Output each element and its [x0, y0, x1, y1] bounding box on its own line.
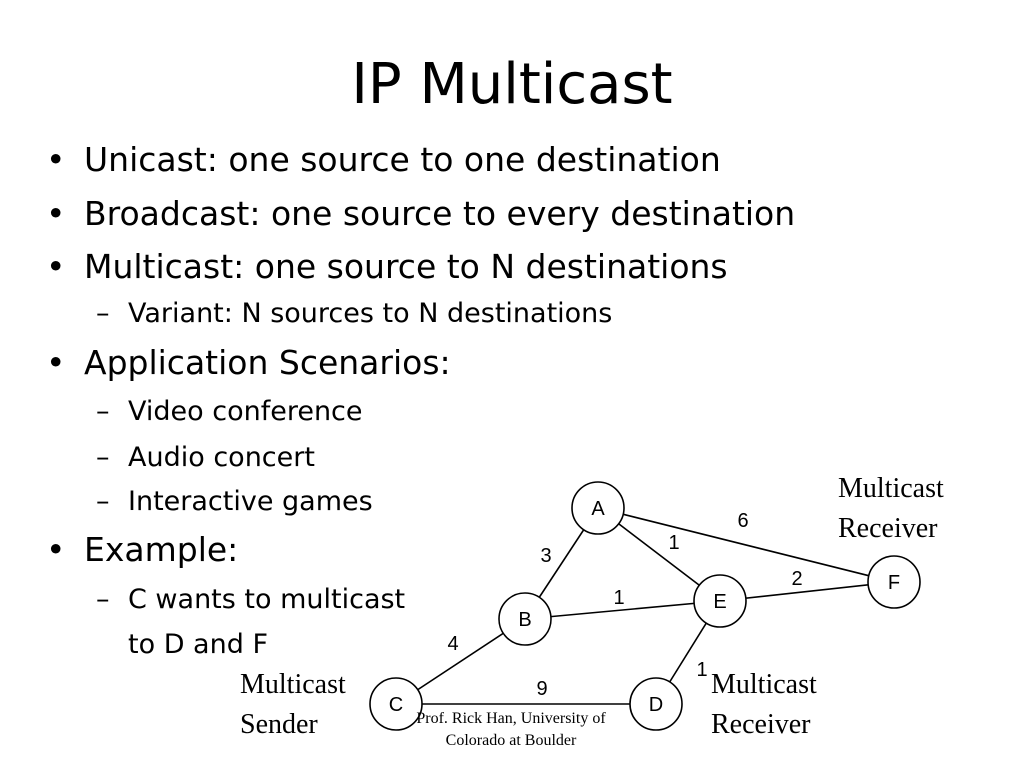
- label-receiver-f-line1: Multicast: [838, 473, 944, 504]
- bullet-scenarios: • Application Scenarios:: [46, 343, 451, 383]
- bullet-dot: •: [46, 343, 66, 382]
- weight-b-e: 1: [613, 587, 624, 609]
- footer-credit: Prof. Rick Han, University of Colorado a…: [380, 708, 642, 752]
- label-sender-c-line2: Sender: [240, 709, 318, 740]
- bullet-dot: •: [46, 140, 66, 179]
- footer-line1: Prof. Rick Han, University of: [416, 710, 606, 727]
- footer-line2: Colorado at Boulder: [445, 732, 577, 749]
- weight-b-c: 4: [447, 633, 458, 655]
- label-receiver-f-line2: Receiver: [838, 513, 938, 544]
- dash-marker: –: [96, 442, 110, 473]
- weight-a-e: 1: [668, 532, 679, 554]
- bullet-text: Example:: [84, 530, 239, 569]
- sub-bullet-text: Video conference: [128, 396, 363, 427]
- node-label-f: F: [888, 572, 900, 594]
- sub-bullet-text: Variant: N sources to N destinations: [128, 298, 613, 329]
- bullet-dot: •: [46, 194, 66, 233]
- dash-marker: –: [96, 486, 110, 517]
- dash-marker: –: [96, 298, 110, 329]
- bullet-text: Unicast: one source to one destination: [84, 140, 721, 179]
- node-label-e: E: [713, 591, 726, 613]
- bullet-text: Application Scenarios:: [84, 343, 451, 382]
- node-b: [498, 592, 552, 646]
- bullet-dot: •: [46, 247, 66, 286]
- sub-bullet-variant: –Variant: N sources to N destinations: [96, 297, 612, 331]
- node-d: [629, 677, 683, 731]
- sub-bullet-video: –Video conference: [96, 395, 363, 429]
- bullet-unicast: • Unicast: one source to one destination: [46, 140, 721, 180]
- node-label-d: D: [649, 694, 663, 716]
- sub-bullet-text: C wants to multicast: [128, 584, 406, 615]
- bullet-text: Multicast: one source to N destinations: [84, 247, 728, 286]
- sub-bullet-audio: –Audio concert: [96, 441, 315, 475]
- sub-bullet-text: Interactive games: [128, 486, 373, 517]
- bullet-broadcast: • Broadcast: one source to every destinat…: [46, 194, 795, 234]
- edge-b-e: [524, 600, 721, 620]
- slide-title: IP Multicast: [351, 52, 673, 117]
- dash-marker: –: [96, 584, 110, 615]
- weight-a-f: 6: [737, 510, 748, 532]
- weight-e-d: 1: [696, 659, 707, 681]
- label-receiver-d-line1: Multicast: [711, 669, 817, 700]
- label-sender-c-line1: Multicast: [240, 669, 346, 700]
- weight-e-f: 2: [791, 568, 802, 590]
- bullet-example: • Example:: [46, 530, 238, 570]
- node-c: [369, 677, 423, 731]
- sub-bullet-games: –Interactive games: [96, 485, 373, 519]
- sub-bullet-text: Audio concert: [128, 442, 315, 473]
- node-a: [571, 481, 625, 535]
- bullet-multicast: • Multicast: one source to N destinations: [46, 247, 728, 287]
- bullet-text: Broadcast: one source to every destinati…: [84, 194, 796, 233]
- edge-a-f: [597, 507, 895, 583]
- weight-c-d: 9: [536, 678, 547, 700]
- node-f: [867, 555, 921, 609]
- node-e: [693, 574, 747, 628]
- sub-bullet-example-line1: –C wants to multicast: [96, 583, 405, 617]
- weight-a-b: 3: [540, 545, 551, 567]
- bullet-dot: •: [46, 530, 66, 569]
- node-label-a: A: [591, 498, 605, 520]
- label-receiver-d-line2: Receiver: [711, 709, 811, 740]
- edge-e-f: [719, 581, 895, 602]
- sub-bullet-example-line2: to D and F: [128, 629, 268, 660]
- dash-marker: –: [96, 396, 110, 427]
- node-label-c: C: [389, 694, 403, 716]
- node-label-b: B: [518, 609, 531, 631]
